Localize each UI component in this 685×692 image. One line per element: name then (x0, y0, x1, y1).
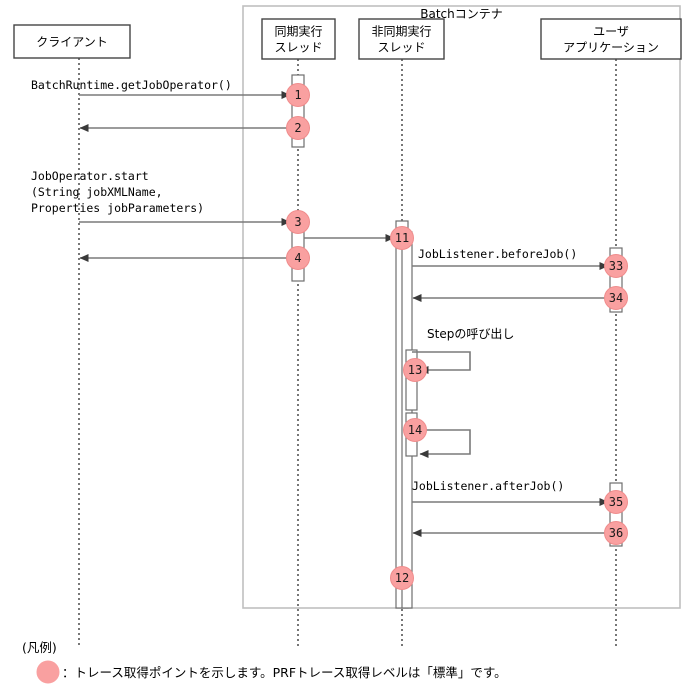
participant-box-async-thread[interactable] (358, 18, 445, 60)
participant-box-user-application[interactable] (540, 18, 682, 60)
participant-label-user-application: アプリケーション (563, 41, 659, 55)
trace-point-circle-36 (604, 521, 628, 545)
trace-point-11: 11 (390, 226, 414, 250)
batch-container-title: Batchコンテナ (420, 7, 503, 21)
trace-point-1: 1 (286, 83, 310, 107)
trace-point-number-1: 1 (294, 88, 301, 102)
trace-point-3: 3 (286, 210, 310, 234)
self-calls-group (412, 351, 471, 458)
trace-point-circle-14 (403, 418, 427, 442)
trace-point-number-13: 13 (408, 363, 422, 377)
message-job-operator-start-line3-label: Properties jobParameters) (31, 201, 204, 215)
participant-label-sync-thread: スレッド (274, 41, 322, 55)
participant-label-async-thread: 非同期実行 (371, 24, 431, 39)
trace-point-number-33: 33 (609, 259, 623, 273)
message-job-operator-start-label: JobOperator.start (31, 169, 149, 183)
trace-point-33: 33 (604, 254, 628, 278)
self-call-step-14 (412, 429, 471, 458)
self-call-step-13 (412, 351, 471, 374)
trace-point-circle-34 (604, 286, 628, 310)
trace-point-circle-1 (286, 83, 310, 107)
lifelines-group (78, 58, 617, 648)
participant-label-client: クライアント (36, 35, 108, 49)
participant-client[interactable]: クライアント (13, 24, 131, 59)
batch-container-group: Batchコンテナ (242, 5, 681, 609)
trace-point-4: 4 (286, 246, 310, 270)
participant-box-client[interactable] (13, 24, 131, 59)
messages-group: BatchRuntime.getJobOperator() JobOperator… (31, 78, 610, 537)
legend-description: ：トレース取得ポイントを示します。PRFトレース取得レベルは「標準」です。 (62, 665, 507, 680)
legend-group: (凡例) ：トレース取得ポイントを示します。PRFトレース取得レベルは「標準」です… (22, 640, 507, 684)
participant-label-async-thread: スレッド (377, 41, 425, 55)
trace-point-36: 36 (604, 521, 628, 545)
trace-point-number-12: 12 (395, 571, 409, 585)
trace-point-circle-11 (390, 226, 414, 250)
trace-point-circle-4 (286, 246, 310, 270)
participant-label-sync-thread: 同期実行 (274, 24, 322, 39)
message-step-invocation-label-label: Stepの呼び出し (427, 327, 514, 341)
trace-point-circle-35 (604, 490, 628, 514)
trace-point-number-35: 35 (609, 495, 623, 509)
message-get-job-operator-label: BatchRuntime.getJobOperator() (31, 78, 232, 92)
trace-point-35: 35 (604, 490, 628, 514)
trace-point-number-2: 2 (294, 121, 301, 135)
legend-trace-point-icon (36, 660, 60, 684)
trace-point-14: 14 (403, 418, 427, 442)
activations-group (291, 74, 623, 609)
participant-box-sync-thread[interactable] (261, 18, 336, 60)
trace-point-number-34: 34 (609, 291, 623, 305)
message-before-job-label: JobListener.beforeJob() (418, 247, 577, 261)
trace-point-12: 12 (390, 566, 414, 590)
message-job-operator-start-line2-label: (String jobXMLName, (31, 185, 163, 199)
trace-point-circle-2 (286, 116, 310, 140)
participant-label-user-application: ユーザ (593, 25, 629, 39)
trace-point-2: 2 (286, 116, 310, 140)
batch-container-border (242, 5, 681, 609)
trace-point-number-3: 3 (294, 215, 301, 229)
trace-point-number-36: 36 (609, 526, 623, 540)
trace-point-circle-12 (390, 566, 414, 590)
trace-point-circle-33 (604, 254, 628, 278)
trace-point-13: 13 (403, 358, 427, 382)
trace-point-circle-13 (403, 358, 427, 382)
trace-point-circle-3 (286, 210, 310, 234)
trace-point-number-11: 11 (395, 231, 409, 245)
trace-point-number-4: 4 (294, 251, 301, 265)
message-after-job-label: JobListener.afterJob() (412, 479, 564, 493)
trace-point-34: 34 (604, 286, 628, 310)
trace-point-number-14: 14 (408, 423, 422, 437)
legend-heading: (凡例) (22, 640, 57, 655)
